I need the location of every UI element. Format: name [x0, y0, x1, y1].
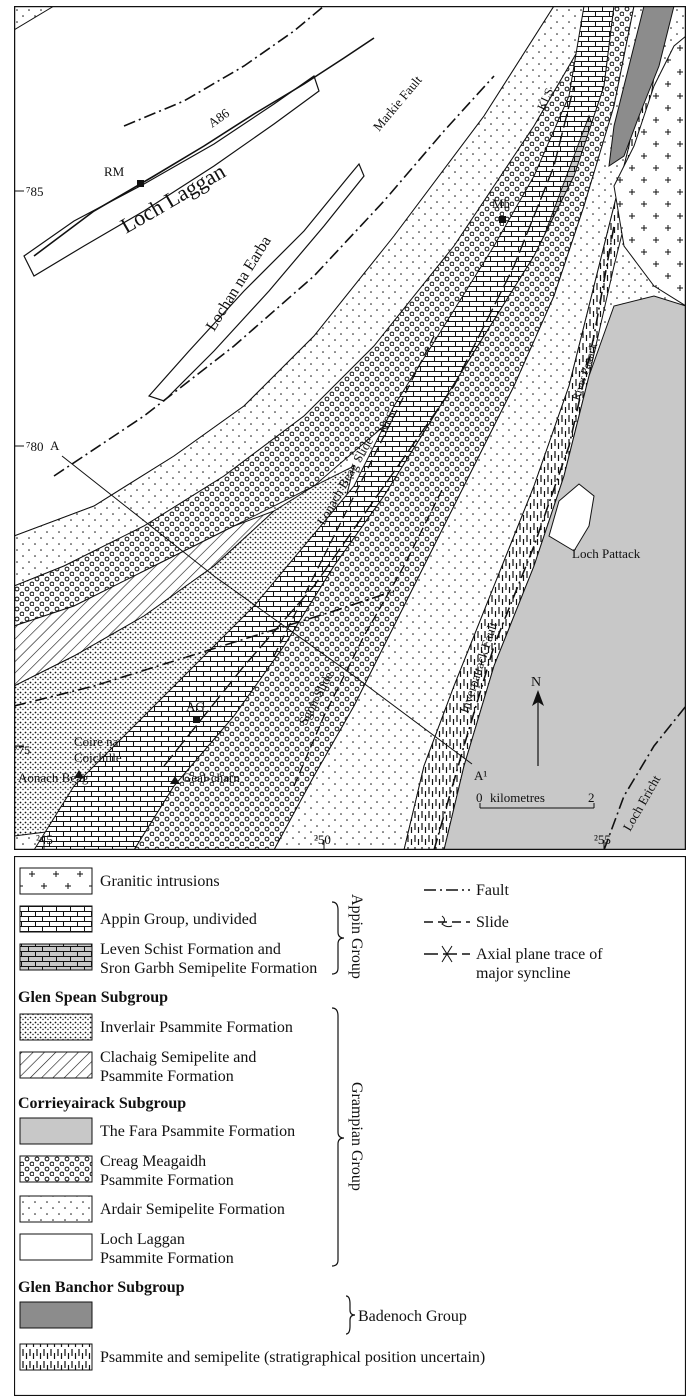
lochan-na-earba — [147, 162, 365, 402]
sgoir-slide — [293, 485, 445, 787]
legend-leven-line1: Leven Schist Formation and — [100, 941, 281, 958]
section-a-label: A — [50, 438, 60, 453]
badenoch-brace — [345, 1295, 356, 1335]
grid-label-e50: ²50 — [314, 832, 331, 847]
grid-ticks — [14, 190, 605, 850]
fault-nw — [123, 6, 325, 127]
grid-label-n75: ⁷75 — [14, 743, 30, 757]
swatch-inverlair — [19, 1013, 93, 1041]
north-label: N — [531, 675, 541, 690]
legend-slide: Slide — [476, 914, 509, 931]
swatch-creag — [19, 1155, 93, 1183]
aonach-beag-label: Aonach Beag — [18, 770, 89, 785]
mh-label: Mh — [492, 196, 511, 211]
ag-label: AG — [186, 699, 205, 714]
legend-syncline-line1: Axial plane trace of — [476, 946, 603, 963]
scale-unit-label: kilometres — [490, 790, 545, 805]
section-a1-label: A¹ — [474, 768, 487, 783]
swatch-uncertain — [19, 1343, 93, 1371]
legend-granitic: Granitic intrusions — [100, 873, 220, 890]
legend-creag-line2: Psammite Formation — [100, 1172, 234, 1189]
granite-intrusion — [613, 35, 686, 307]
legend-ardair: Ardair Semipelite Formation — [100, 1201, 285, 1218]
swatch-clachaig — [19, 1051, 93, 1079]
legend-clachaig-line2: Psammite Formation — [100, 1068, 234, 1085]
swatch-appin — [19, 905, 93, 933]
legend-corrieyairack: Corrieyairack Subgroup — [18, 1095, 186, 1112]
legend-badenoch-group: Badenoch Group — [358, 1308, 467, 1325]
rm-label: RM — [104, 164, 125, 179]
legend-appin-group-label: Appin Group — [348, 894, 365, 979]
grid-label-n80: ⁷80 — [26, 439, 44, 454]
legend-fault: Fault — [476, 882, 509, 899]
appin-brace — [331, 901, 345, 975]
geal-charn-label: Geal-charn — [182, 770, 240, 785]
legend-glen-banchor: Glen Banchor Subgroup — [18, 1279, 185, 1296]
legend-leven-line2: Sron Garbh Semipelite Formation — [100, 960, 317, 977]
legend-glen-spean: Glen Spean Subgroup — [18, 989, 168, 1006]
legend-syncline-line2: major syncline — [476, 965, 571, 982]
swatch-laggan — [19, 1233, 93, 1261]
slide-symbol — [424, 915, 470, 928]
aonach-beag-peak-icon — [74, 770, 84, 778]
loch-pattack — [548, 483, 595, 552]
legend-inverlair: Inverlair Psammite Formation — [100, 1019, 293, 1036]
swatch-ardair — [19, 1195, 93, 1223]
grid-label-n85: ⁷85 — [26, 184, 44, 199]
legend: Granitic intrusions Appin Group, undivid… — [14, 856, 686, 1396]
rm-marker — [137, 180, 144, 187]
loch-pattack-label: Loch Pattack — [572, 546, 641, 561]
section-line — [61, 455, 473, 765]
markie-fault — [53, 75, 495, 477]
legend-clachaig-line1: Clachaig Semipelite and — [100, 1049, 256, 1066]
scale-bar: 0 kilometres 2 — [476, 790, 595, 809]
legend-laggan-line2: Psammite Formation — [100, 1250, 234, 1267]
syncline-symbol — [424, 945, 470, 963]
fara-unit — [443, 295, 686, 850]
legend-creag-line1: Creag Meagaidh — [100, 1153, 206, 1170]
coire-label-line2: Coichille — [74, 750, 122, 765]
grid-label-e45: ²45 — [36, 832, 53, 847]
geological-map: Loch Laggan Lochan na Earba A86 RM Marki… — [14, 6, 686, 850]
fault-loch-ericht — [603, 705, 686, 850]
fault-sw — [14, 590, 395, 707]
scale-zero-label: 0 — [476, 790, 483, 805]
ag-marker — [193, 716, 200, 723]
legend-appin-undivided: Appin Group, undivided — [100, 911, 257, 928]
north-arrow: N — [531, 675, 544, 766]
badenoch-unit — [608, 6, 675, 168]
swatch-fara — [19, 1117, 93, 1145]
lonach-beag-slide — [273, 335, 435, 657]
map-frame — [14, 6, 686, 850]
legend-uncertain: Psammite and semipelite (stratigraphical… — [100, 1349, 485, 1366]
grid-label-e55: ²55 — [594, 832, 611, 847]
legend-fara: The Fara Psammite Formation — [100, 1123, 295, 1140]
mh-marker — [499, 216, 506, 223]
syncline-axial-trace — [163, 85, 575, 767]
inverpattack-fault — [433, 225, 615, 850]
swatch-granitic — [19, 867, 93, 895]
swatch-leven — [19, 943, 93, 971]
grampian-brace — [331, 1007, 345, 1267]
legend-laggan-line1: Loch Laggan — [100, 1231, 185, 1248]
a86-road — [33, 37, 375, 257]
legend-grampian-group-label: Grampian Group — [348, 1082, 365, 1191]
swatch-badenoch — [19, 1301, 93, 1329]
geal-charn-peak-icon — [170, 776, 180, 784]
scale-two-label: 2 — [588, 790, 595, 805]
coire-label-line1: Coire na — [74, 734, 119, 749]
